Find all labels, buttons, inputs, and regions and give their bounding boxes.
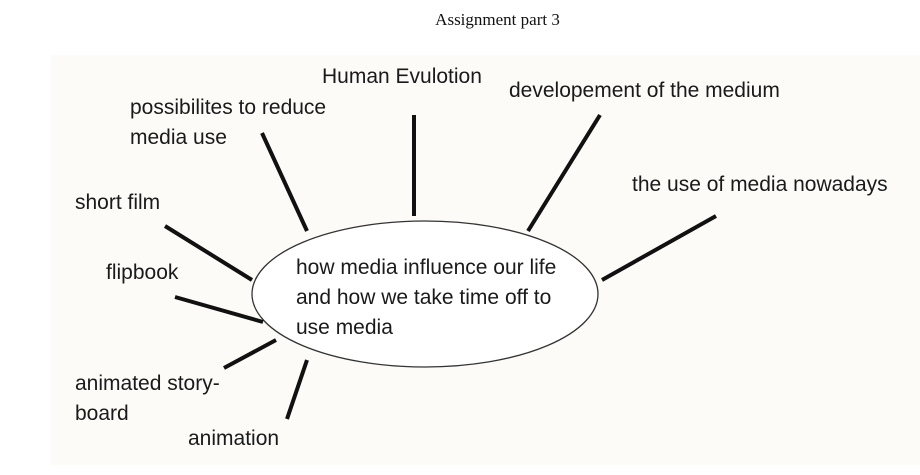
label-animation: animation: [188, 427, 280, 450]
connector-use-nowadays: [601, 214, 717, 282]
center-topic: how media influence our life and how we …: [296, 253, 556, 343]
connector-development: [526, 113, 602, 233]
connector-reduce: [260, 132, 309, 232]
label-human-evolution: Human Evulotion: [322, 65, 482, 88]
label-flipbook: flipbook: [106, 261, 179, 284]
label-storyboard-line-1: animated story-: [75, 372, 220, 395]
connector-flipbook: [174, 295, 264, 324]
label-storyboard-line-2: board: [75, 402, 129, 425]
connector-storyboard: [223, 338, 277, 370]
label-reduce: possibilites to reduce media use: [130, 93, 326, 153]
label-storyboard: animated story- board: [75, 369, 220, 429]
center-ellipse: [251, 220, 599, 368]
label-reduce-line-1: possibilites to reduce: [130, 96, 327, 119]
label-short-film: short film: [75, 191, 161, 214]
center-line-1: how media influence our life: [296, 256, 557, 279]
center-line-2: and how we take time off to: [296, 286, 552, 309]
page-title: Assignment part 3: [435, 10, 560, 29]
label-development: developement of the medium: [509, 79, 780, 102]
connector-animation: [285, 359, 309, 420]
center-line-3: use media: [296, 316, 393, 339]
label-reduce-line-2: media use: [130, 126, 227, 149]
connector-short-film: [163, 224, 254, 282]
label-use-nowadays: the use of media nowadays: [632, 173, 888, 196]
